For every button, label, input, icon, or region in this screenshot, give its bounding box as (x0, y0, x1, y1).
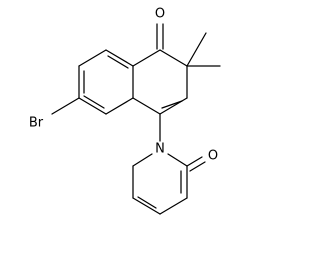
pyridone-oxygen-label: O (208, 149, 218, 164)
double-bond-inner (161, 100, 183, 109)
double-bond-inner (137, 196, 157, 209)
bond (78, 97, 107, 115)
bond (105, 49, 134, 67)
nitrogen-label: N (155, 142, 165, 157)
bond (78, 49, 107, 67)
molecule-diagram: O Br N O (29, 7, 221, 215)
bond (159, 49, 188, 67)
bond (159, 97, 188, 115)
aromatic-bond-inner (83, 95, 105, 109)
bond (132, 97, 161, 115)
pyridone-carbonyl-bond (189, 161, 206, 172)
aromatic-bond-inner (107, 55, 129, 69)
bond (132, 49, 161, 67)
ketone-oxygen-label: O (155, 7, 165, 22)
bond (132, 153, 153, 167)
structure-svg: O Br N O (29, 7, 221, 215)
bromine-label: Br (29, 116, 44, 131)
bromine-bond (51, 97, 80, 115)
bond (132, 197, 161, 215)
methyl-bond (186, 32, 207, 67)
bond (105, 97, 134, 115)
bond (159, 197, 188, 215)
pyridone-carbonyl-bond (186, 156, 203, 167)
bond (167, 153, 188, 167)
